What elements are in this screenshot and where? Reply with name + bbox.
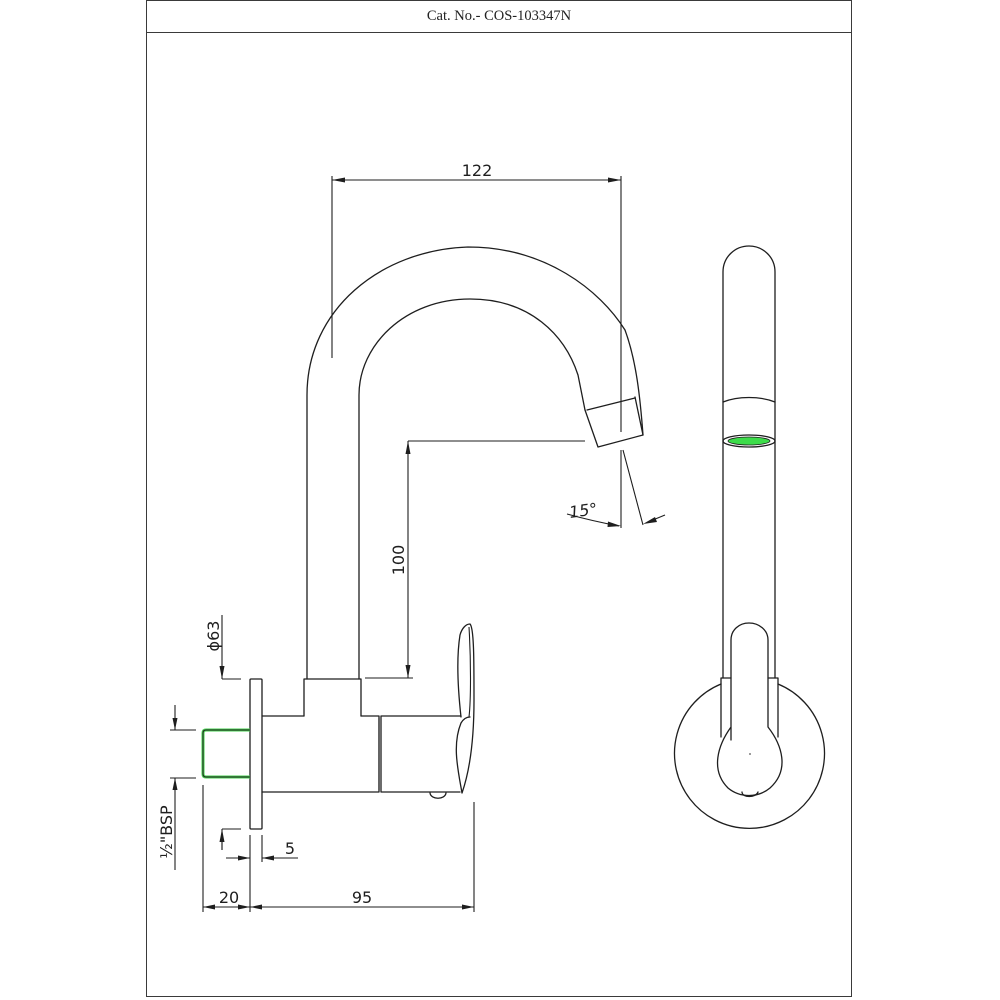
- dim-label-phi63: ϕ63: [204, 621, 223, 652]
- dimension-15-deg: 15°: [566, 449, 666, 528]
- body-right-block: [380, 715, 462, 793]
- spout-outer-contour: [306, 246, 644, 680]
- wall-flange: [249, 678, 263, 830]
- dimension-bsp: ½"BSP: [157, 705, 196, 870]
- center-mark: [749, 753, 751, 755]
- lever-handle: [455, 623, 475, 794]
- dim-label-15deg: 15°: [568, 499, 599, 522]
- spout-tip-band: [586, 397, 636, 411]
- lever-handle-inner: [468, 626, 472, 718]
- dim-label-100: 100: [389, 545, 408, 576]
- side-wall-flange: [673, 683, 826, 830]
- dim-label-95: 95: [352, 888, 372, 907]
- body-main: [261, 715, 380, 793]
- side-spout-tube: [722, 245, 776, 679]
- dim-label-20: 20: [219, 888, 239, 907]
- dim-label-122: 122: [462, 161, 493, 180]
- dimension-5: 5: [221, 835, 298, 912]
- title-block: Cat. No.- COS-103347N: [147, 1, 851, 33]
- cartridge-bump: [429, 792, 447, 799]
- dimension-100: 100: [365, 440, 585, 679]
- dimension-122: 122: [331, 161, 622, 432]
- side-collar: [720, 677, 779, 738]
- side-view-faucet: [673, 245, 826, 830]
- catalog-number: Cat. No.- COS-103347N: [426, 8, 572, 24]
- body-neck: [303, 678, 362, 717]
- spout-inner-contour: [358, 298, 586, 680]
- dim-label-bsp: ½"BSP: [157, 805, 176, 859]
- aerator-icon: [727, 436, 771, 446]
- inlet-pipe: [202, 729, 250, 778]
- side-cartridge-bump: [741, 791, 759, 798]
- side-lever-handle: [716, 622, 783, 797]
- dimension-20-95: 20 95: [202, 785, 475, 912]
- front-view-faucet: [201, 246, 644, 830]
- inlet-pipe-highlight: [201, 728, 250, 779]
- drawing-sheet: Cat. No.- COS-103347N: [146, 0, 852, 997]
- aerator-outline: [722, 434, 776, 448]
- dim-label-5: 5: [285, 839, 295, 858]
- dimension-phi63: ϕ63: [204, 615, 241, 850]
- spout-tip: [584, 396, 644, 448]
- side-spout-band: [722, 396, 776, 403]
